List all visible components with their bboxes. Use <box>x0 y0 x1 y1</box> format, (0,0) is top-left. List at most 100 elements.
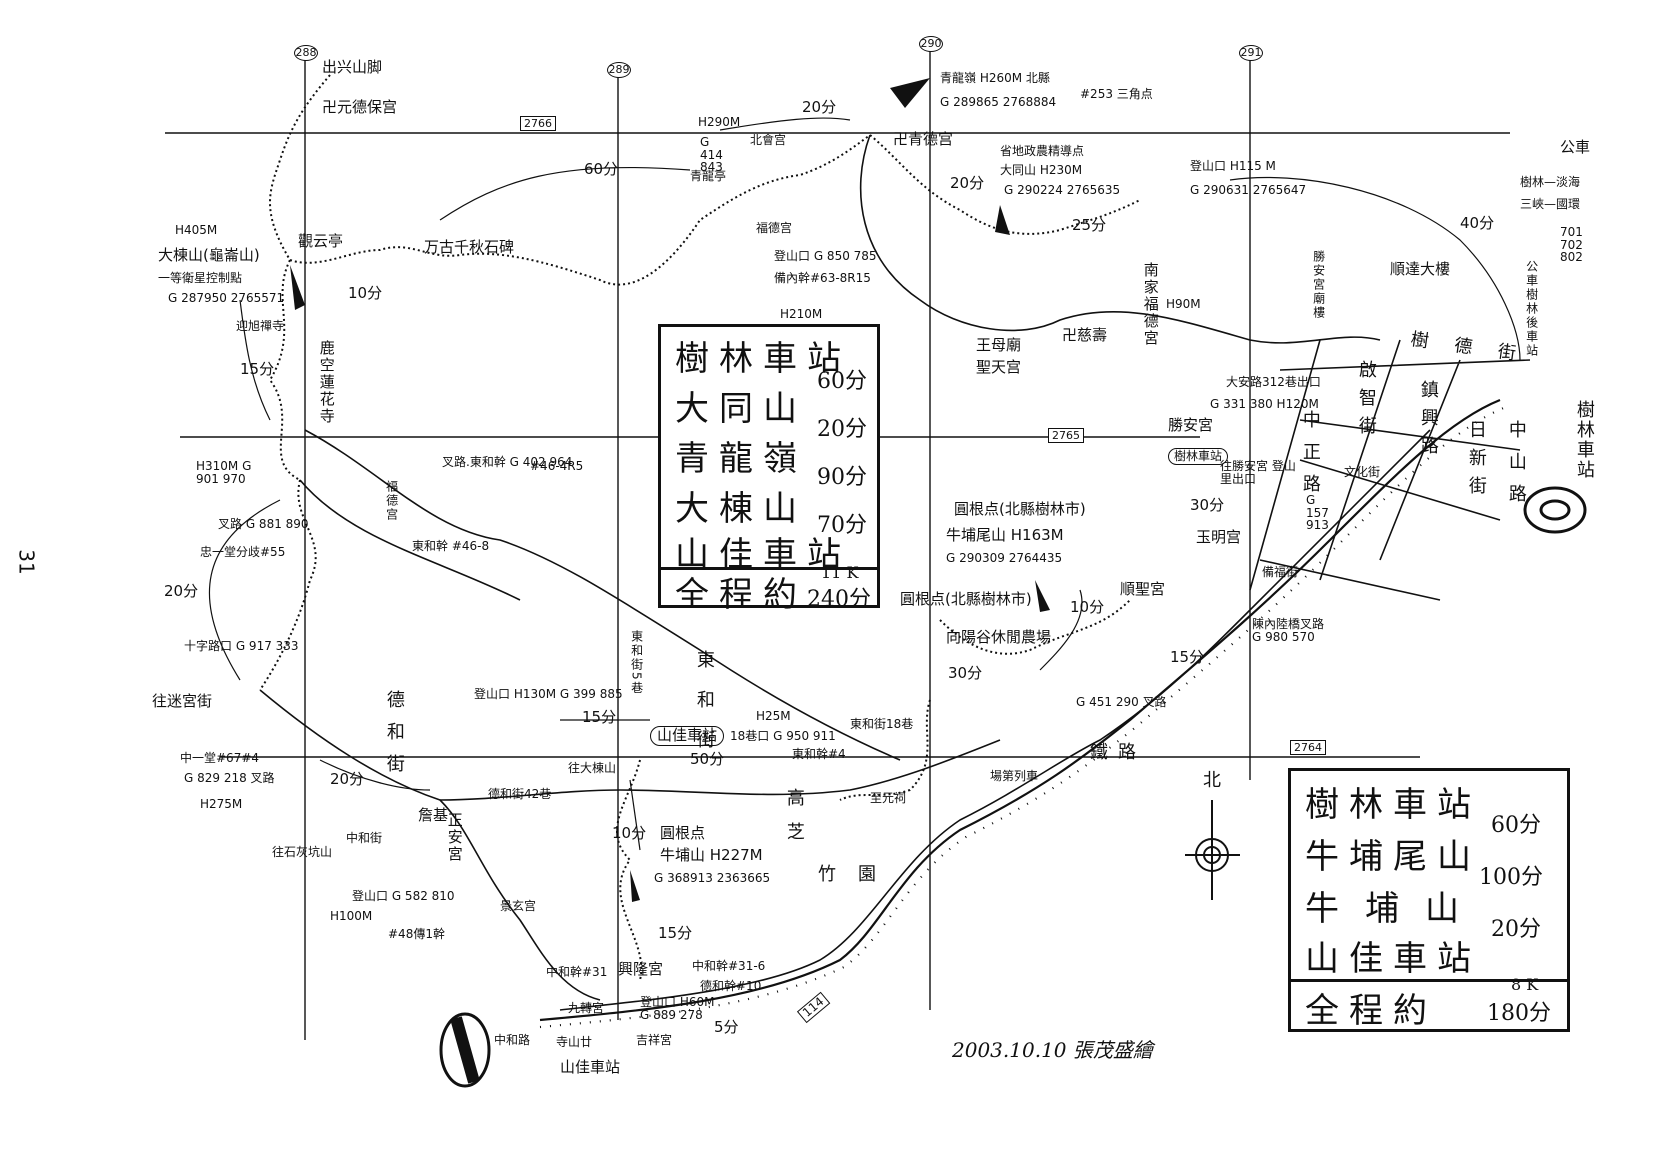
label-donghe4: 東和幹#4 <box>792 747 846 761</box>
box1-time: 20分 <box>817 417 867 442</box>
label-xiangyang: 向陽谷休閒農場 <box>946 628 1052 646</box>
box1-total-label: 全程約 <box>675 575 807 615</box>
label-xinglong: 興隆宮 <box>618 960 664 978</box>
box2-total-label: 全程約 <box>1305 991 1437 1031</box>
label-datong-g: G 290224 2765635 <box>1004 183 1121 197</box>
label-niupuwei-g: G 290309 2764435 <box>946 551 1063 565</box>
label-qinglong-n: #253 三角点 <box>1080 87 1153 101</box>
route-box-1: 樹林車站 大同山 青龍嶺 大棟山 山佳車站 60分 20分 90分 70分 全程… <box>658 324 880 615</box>
label-shunsheng: 順聖宮 <box>1120 580 1166 598</box>
box1-time: 60分 <box>817 369 867 394</box>
box2-time: 20分 <box>1491 917 1541 942</box>
time-label: 30分 <box>948 664 983 682</box>
label-dengshan850: 登山口 G 850 785 <box>774 249 877 263</box>
qinglong-summit-icon <box>890 78 930 108</box>
box1-station: 樹林車站 <box>675 339 851 379</box>
label-qinglong-h: 青龍嶺 H260M 北縣 <box>940 71 1050 85</box>
label-chuxing: 出兴山脚 <box>322 58 383 76</box>
label-bus-title: 公車 <box>1560 138 1591 156</box>
time-label: 15分 <box>658 924 693 942</box>
box2-time: 60分 <box>1491 813 1541 838</box>
box1-station: 大棟山 <box>675 489 807 529</box>
label-chalu881: 叉路 G 881 890 <box>218 517 309 531</box>
time-label: 25分 <box>1072 216 1107 234</box>
label-s48: #48傳1幹 <box>388 927 445 941</box>
time-label: 10分 <box>612 824 647 842</box>
label-guanyun: 觀云亭 <box>298 232 344 250</box>
label-h210: H210M <box>780 307 823 321</box>
box2-station: 牛埔尾山 <box>1305 837 1481 877</box>
box1-station: 大同山 <box>675 389 807 429</box>
label-zhiyuan: 至元祠 <box>870 791 907 805</box>
label-donghe46: #46-4R5 <box>530 459 584 473</box>
label-zhongheroad: 中和路 <box>494 1033 531 1047</box>
route-box-2: 樹林車站 牛埔尾山 牛埔山 山佳車站 60分 100分 20分 全程約 8 K … <box>1288 768 1570 1032</box>
label-baofu: 備福街 <box>1262 565 1299 579</box>
time-label: 40分 <box>1460 214 1495 232</box>
label-gaocao: 高芝 <box>783 788 805 856</box>
label-h310: H310M G 901 970 <box>196 459 252 486</box>
label-donghegan: 東和幹 #46-8 <box>412 539 490 553</box>
label-dengshan-g: G 290631 2765647 <box>1190 183 1307 197</box>
label-daan-g: G 331 380 H120M <box>1210 397 1319 411</box>
niupuwei-summit-icon <box>1035 580 1050 612</box>
label-zhenxing: 鎮興路 <box>1417 380 1439 464</box>
label-chalu-g: G 451 290 叉路 <box>1076 695 1167 709</box>
label-donghejie5: 東和街5巷 <box>629 630 644 696</box>
time-label: 50分 <box>690 750 725 768</box>
label-dengshan-h115: 登山口 H115 M <box>1190 159 1276 173</box>
time-label: 20分 <box>802 98 837 116</box>
label-shulin-station: 樹林車站 <box>1168 448 1229 465</box>
grid-col-290: 290 <box>919 36 943 52</box>
grid-row-2765: 2765 <box>1048 428 1084 443</box>
time-label: 30分 <box>1190 496 1225 514</box>
label-niupuwei-pt2: 圓根点(北縣樹林市) <box>900 590 1032 608</box>
label-donghe18: 東和街18巷 <box>850 717 914 731</box>
page-number: 31 <box>14 549 39 575</box>
label-wang-shengan: 往勝安宮 登山里出口 <box>1220 459 1296 486</box>
compass-icon <box>1185 800 1240 900</box>
label-h100: H100M <box>330 909 373 923</box>
label-ciqi: 卍慈壽 <box>1062 326 1108 344</box>
box2-station: 樹林車站 <box>1305 785 1481 825</box>
niupu-summit-icon <box>630 870 640 902</box>
label-shanjia-bot: 山佳車站 <box>560 1058 621 1076</box>
grid-col-289: 289 <box>607 62 631 78</box>
label-niupu-sub: 圓根点 <box>660 824 706 842</box>
label-dadong-pt: 一等衛星控制點 <box>158 271 243 285</box>
label-h25: H25M <box>756 709 791 723</box>
label-zhuyuan: 竹園 <box>818 864 898 885</box>
label-chalu-donghe: 叉路.東和幹 G 402 964 <box>442 455 573 469</box>
box1-total-time: 240分 <box>807 587 871 612</box>
label-donghejie: 東和街 <box>693 650 715 770</box>
label-bus-nums: 701 702 802 <box>1560 225 1583 265</box>
label-zhanji: 詹基 <box>418 806 449 824</box>
label-yuming: 玉明宫 <box>1196 528 1242 546</box>
label-rixin: 日新街 <box>1465 420 1487 504</box>
label-dadong-h: H405M <box>175 223 218 237</box>
label-zhongan: 正安宮 <box>445 812 464 863</box>
label-dadong-name: 大棟山(龜崙山) <box>158 246 260 264</box>
shulin-station-icon <box>1523 486 1587 534</box>
label-nanjia-h: H90M <box>1166 297 1201 311</box>
label-g414: G 414 843 <box>700 135 723 175</box>
time-label: 20分 <box>950 174 985 192</box>
label-juzhi: 啟智街 <box>1355 360 1377 444</box>
trails <box>259 74 1141 981</box>
label-wang-dadong: 往大棟山 <box>568 761 617 775</box>
label-bus-route2: 三峽—國環 <box>1520 197 1581 211</box>
label-shoulie: 場第列車 <box>990 769 1039 783</box>
label-dengshan582: 登山口 G 582 810 <box>352 889 455 903</box>
time-label: 5分 <box>714 1018 739 1036</box>
author-credit: 2003.10.10 張茂盛繪 <box>952 1038 1153 1062</box>
label-dehe42: 德和街42巷 <box>488 787 552 801</box>
label-h275: H275M <box>200 797 243 811</box>
label-fanei: 備內幹#63-8R15 <box>774 271 871 285</box>
label-jiuyi: 九轉宮 <box>568 1001 605 1015</box>
label-shengtian: 聖天宫 <box>976 358 1022 376</box>
label-g829: G 829 218 叉路 <box>184 771 275 785</box>
box1-station: 青龍嶺 <box>675 439 807 479</box>
dadong-summit-icon <box>290 265 305 310</box>
label-jianshan: 登山口 H130M G 399 885 <box>474 687 623 701</box>
